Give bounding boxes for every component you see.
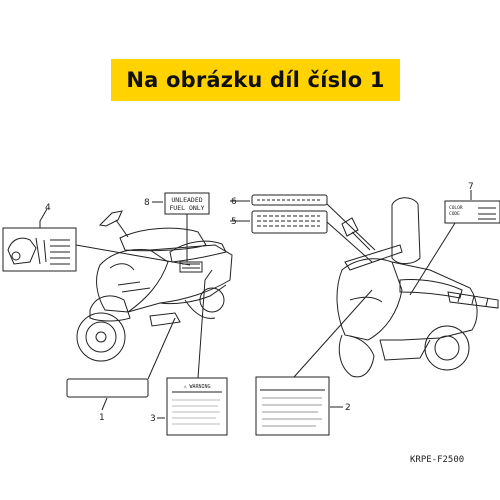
callout-3: 3 — [150, 414, 156, 424]
callout-2: 2 — [345, 403, 351, 413]
callout-1: 1 — [99, 413, 105, 423]
label-6-strip — [251, 194, 328, 206]
label-2-info — [255, 376, 330, 436]
diagram-code: KRPE-F2500 — [410, 455, 464, 465]
color-code-line-1: COLOR — [449, 205, 463, 211]
color-code-line-2: CODE — [449, 211, 460, 217]
label-3-warning — [166, 377, 228, 436]
label-1-plate — [66, 378, 149, 398]
scooter-left-drawing — [76, 210, 233, 362]
label-4-pictogram — [2, 227, 77, 272]
callout-4: 4 — [45, 203, 51, 213]
leader-lines — [39, 190, 472, 419]
title-banner: Na obrázku díl číslo 1 — [111, 59, 400, 101]
label-7-color-code — [444, 200, 500, 224]
callout-8: 8 — [144, 198, 150, 208]
callout-6: 6 — [231, 197, 237, 207]
scooter-right-drawing — [336, 197, 499, 378]
banner-title: Na obrázku díl číslo 1 — [126, 68, 385, 92]
label-5-table — [251, 210, 328, 234]
unleaded-line-2: FUEL ONLY — [169, 204, 204, 212]
warning-title: ⚠ WARNING — [183, 384, 210, 390]
callout-5: 5 — [231, 217, 237, 227]
callout-7: 7 — [468, 182, 474, 192]
unleaded-line-1: UNLEADED — [171, 196, 202, 204]
